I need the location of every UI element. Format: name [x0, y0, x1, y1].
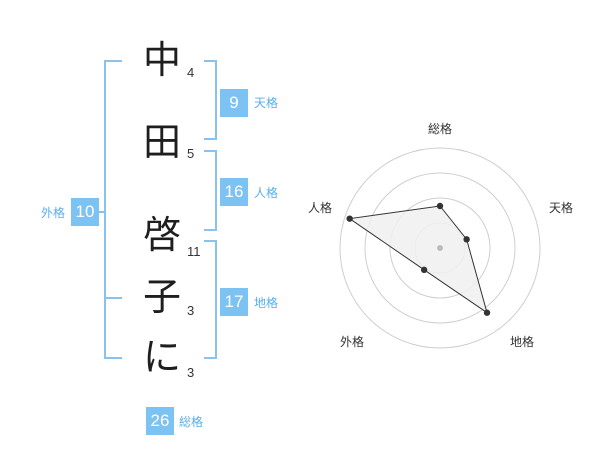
- radar-ring-3: [364, 172, 516, 324]
- chikaku-label: 地格: [254, 296, 279, 310]
- stroke-count-5: 3: [187, 365, 195, 380]
- gaikaku-bracket-connector: [98, 211, 105, 213]
- radar-center-point: [437, 245, 443, 251]
- jinkaku-label: 人格: [254, 186, 279, 200]
- chikaku-bracket: [204, 240, 217, 359]
- name-char-2: 田: [142, 120, 181, 164]
- radar-point-5: [346, 215, 353, 222]
- gaikaku-bracket: [104, 60, 122, 359]
- radar-label-tenkaku: 天格: [549, 201, 574, 215]
- tenkaku-bracket: [204, 60, 217, 140]
- radar-polygon: [348, 205, 488, 314]
- soukaku-label: 総格: [179, 415, 204, 429]
- gaikaku-label: 外格: [41, 206, 66, 220]
- radar-point-2: [463, 236, 470, 243]
- jinkaku-value-badge: 16: [220, 178, 248, 206]
- stroke-count-3: 11: [187, 244, 201, 259]
- radar-label-chikaku: 地格: [510, 335, 535, 349]
- tenkaku-value-badge: 9: [220, 89, 248, 117]
- name-char-3: 啓: [142, 213, 181, 257]
- radar-label-soukaku: 総格: [428, 122, 453, 136]
- radar-point-3: [483, 309, 491, 316]
- jinkaku-bracket: [204, 150, 217, 231]
- gaikaku-value-badge: 10: [71, 198, 99, 226]
- stroke-count-1: 4: [187, 65, 195, 80]
- radar-ring-4: [339, 147, 541, 349]
- radar-ring-2: [389, 197, 491, 299]
- stroke-count-2: 5: [187, 146, 195, 161]
- radar-point-4: [420, 266, 428, 274]
- stroke-count-4: 3: [187, 303, 195, 318]
- tenkaku-label: 天格: [254, 96, 279, 110]
- gaikaku-bracket-tick: [104, 297, 122, 299]
- soukaku-value-badge: 26: [146, 407, 174, 435]
- radar-point-1: [436, 202, 444, 210]
- radar-label-gaikaku: 外格: [340, 335, 365, 349]
- radar-chart: [339, 147, 541, 349]
- radar-label-jinkaku: 人格: [308, 201, 333, 215]
- chikaku-value-badge: 17: [220, 288, 248, 316]
- name-char-4: 子: [142, 275, 181, 319]
- name-char-5: に: [142, 335, 181, 379]
- name-char-1: 中: [142, 38, 181, 82]
